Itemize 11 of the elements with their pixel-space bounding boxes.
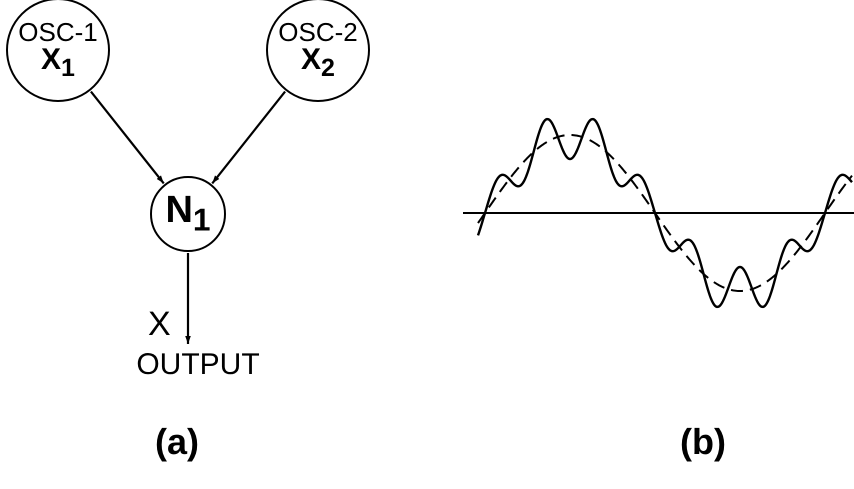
node-title: OSC-1 bbox=[18, 19, 98, 45]
arrow bbox=[211, 90, 286, 184]
node-variable: X$_{1}$ bbox=[41, 45, 75, 81]
arrow bbox=[185, 253, 191, 344]
node-title: N$_{1}$ bbox=[165, 191, 211, 237]
node-title: OSC-2 bbox=[278, 19, 358, 45]
panel-label: (a) bbox=[155, 424, 199, 460]
arrow bbox=[90, 90, 165, 184]
node-text: OUTPUT bbox=[123, 346, 273, 384]
node-variable: X$_{2}$ bbox=[301, 45, 335, 81]
panel-label: (b) bbox=[680, 424, 726, 460]
